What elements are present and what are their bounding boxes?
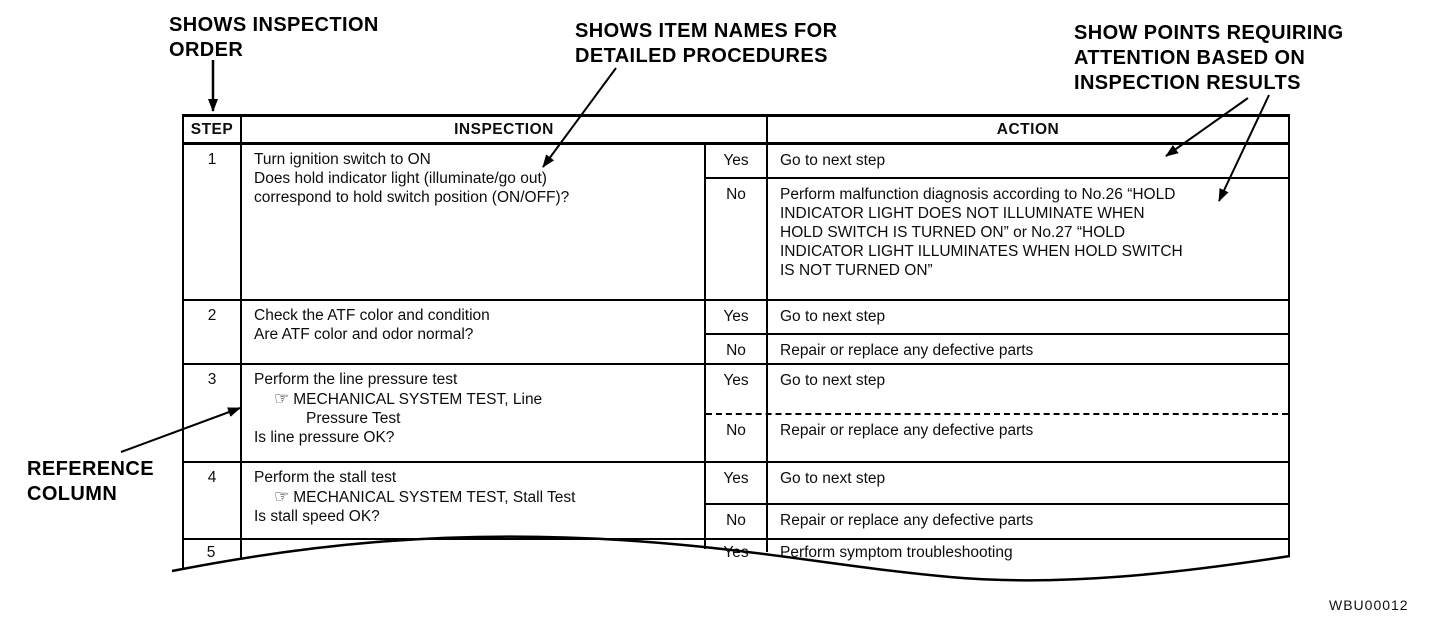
result-no-cell: No [706,179,768,299]
inspection-cell: Turn ignition switch to ON Does hold ind… [242,145,706,299]
table-row: 1 Turn ignition switch to ON Does hold i… [184,145,1288,299]
inspection-column-header: INSPECTION [242,117,768,142]
inspection-cell: Perform the stall test ☞MECHANICAL SYSTE… [242,463,706,538]
table-row: 3 Perform the line pressure test ☞MECHAN… [184,363,1288,461]
step-number-cell: 4 [184,463,242,538]
inspection-line: Perform the stall test [254,469,397,486]
action-yes-cell: Go to next step [780,470,886,487]
reference-pointer-icon: ☞ [274,389,290,408]
result-yes-cell: Yes [706,145,768,177]
result-yes-cell: Yes [706,365,768,413]
result-no-cell: No [706,505,768,538]
annotation-item-names-label: SHOWS ITEM NAMES FOR DETAILED PROCEDURES [575,20,838,67]
action-column-header: ACTION [996,121,1060,138]
reference-pointer-icon: ☞ [274,487,290,506]
action-no-cell: Repair or replace any defective parts [780,512,1034,529]
row5-action-yes-cell: Perform symptom troubleshooting [780,544,1013,561]
table-row: 4 Perform the stall test ☞MECHANICAL SYS… [184,461,1288,538]
table-border-stub [766,540,768,552]
inspection-question-line: Is line pressure OK? [254,429,395,446]
annotation-attention-points-label: SHOW POINTS REQUIRING ATTENTION BASED ON… [1074,22,1344,94]
result-yes-cell: Yes [706,463,768,503]
action-yes-cell: Go to next step [780,152,886,169]
result-no-cell: No [706,415,768,461]
result-yes-cell: Yes [706,301,768,333]
inspection-reference-line: ☞MECHANICAL SYSTEM TEST, Stall Test [254,487,694,507]
troubleshooting-table: STEP INSPECTION ACTION 1 Turn ignition s… [182,114,1290,540]
reference-target-label: MECHANICAL SYSTEM TEST, Line [293,391,543,408]
step-number-cell: 2 [184,301,242,363]
step-number-cell: 1 [184,145,242,299]
table-header-row: STEP INSPECTION ACTION [184,117,1288,145]
action-no-cell: Perform malfunction diagnosis according … [780,186,1183,279]
inspection-reference-line: ☞MECHANICAL SYSTEM TEST, Line [254,389,694,409]
step-number-cell: 3 [184,365,242,461]
table-row: 2 Check the ATF color and condition Are … [184,299,1288,363]
inspection-cell: Perform the line pressure test ☞MECHANIC… [242,365,706,461]
table-border-stub [240,540,242,560]
action-yes-cell: Go to next step [780,372,886,389]
row5-step-number: 5 [206,544,216,561]
inspection-line: Perform the line pressure test [254,371,458,388]
step-column-header: STEP [184,117,242,142]
annotation-inspection-order-label: SHOWS INSPECTION ORDER [169,14,379,61]
row5-result-yes-cell: Yes [723,544,749,561]
action-no-cell: Repair or replace any defective parts [780,422,1034,439]
reference-target-label: MECHANICAL SYSTEM TEST, Stall Test [293,489,576,506]
watermark-code: WBU00012 [1329,597,1409,613]
reference-continuation-line: Pressure Test [306,410,401,427]
result-no-cell: No [706,335,768,363]
action-yes-cell: Go to next step [780,308,886,325]
inspection-question-line: Is stall speed OK? [254,508,380,525]
table-border-stub [1288,540,1290,556]
annotation-reference-column-label: REFERENCE COLUMN [27,458,154,505]
inspection-cell: Check the ATF color and condition Are AT… [242,301,706,363]
action-no-cell: Repair or replace any defective parts [780,342,1034,359]
